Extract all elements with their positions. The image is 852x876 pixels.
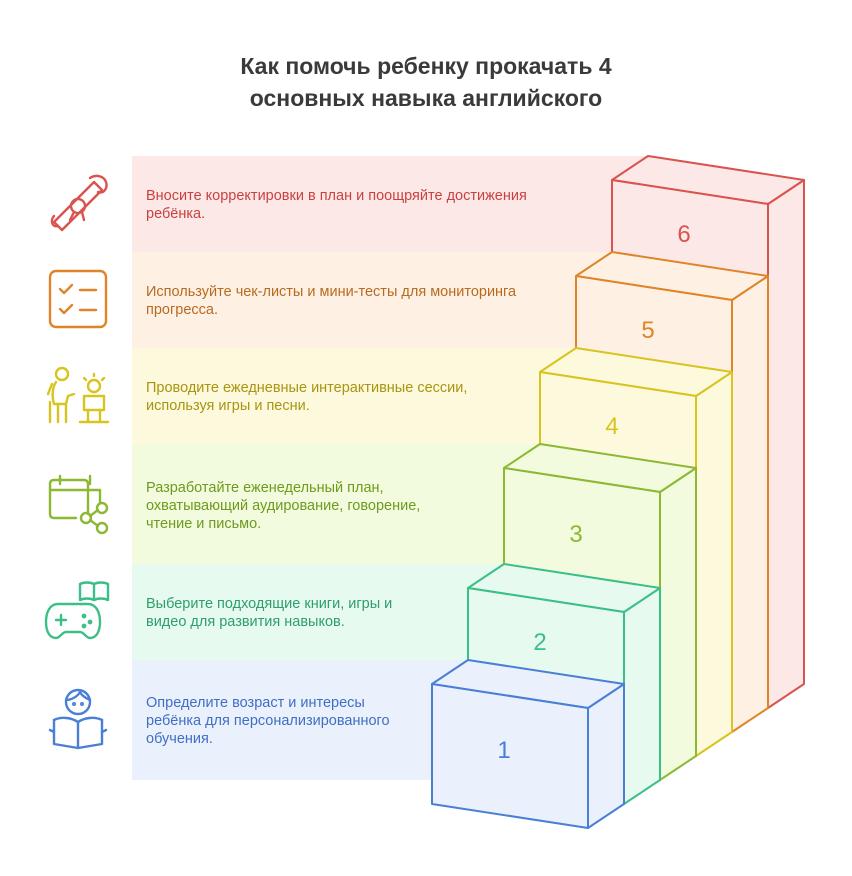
step-2-text: Выберите подходящие книги, игры и видео … xyxy=(146,596,393,630)
stair-step-1: 1 xyxy=(431,659,625,829)
step-5-number: 5 xyxy=(641,317,654,344)
calendar-share-icon xyxy=(48,474,109,535)
band-step-5 xyxy=(132,252,612,348)
step-4-number: 4 xyxy=(605,413,618,440)
diploma-icon xyxy=(50,174,108,232)
step-1-text: Определите возраст и интересы ребёнка дл… xyxy=(146,695,390,747)
step-3-number: 3 xyxy=(569,521,582,548)
checklist-icon xyxy=(48,269,108,329)
child-reading-book-icon xyxy=(48,688,108,750)
title-line-2: основных навыка английского xyxy=(249,85,603,111)
teacher-child-icon xyxy=(46,366,110,424)
step-6-text: Вносите корректировки в план и поощряйте… xyxy=(146,188,527,222)
band-step-6 xyxy=(132,156,650,252)
step-3-text: Разработайте еженедельный план, охватыва… xyxy=(146,480,421,532)
gamepad-book-icon xyxy=(44,581,110,640)
step-5-text: Используйте чек-листы и мини-тесты для м… xyxy=(146,284,517,318)
step-4-text: Проводите ежедневные интерактивные сесси… xyxy=(146,380,468,414)
step-2-number: 2 xyxy=(533,629,546,656)
step-6-number: 6 xyxy=(677,221,690,248)
band-step-4 xyxy=(132,348,576,444)
title-line-1: Как помочь ребенку прокачать 4 xyxy=(240,53,612,79)
band-step-1 xyxy=(132,660,468,780)
band-step-2 xyxy=(132,564,504,660)
page-title: Как помочь ребенку прокачать 4 основных … xyxy=(0,50,852,114)
step-1-number: 1 xyxy=(497,737,510,764)
band-step-3 xyxy=(132,444,542,564)
